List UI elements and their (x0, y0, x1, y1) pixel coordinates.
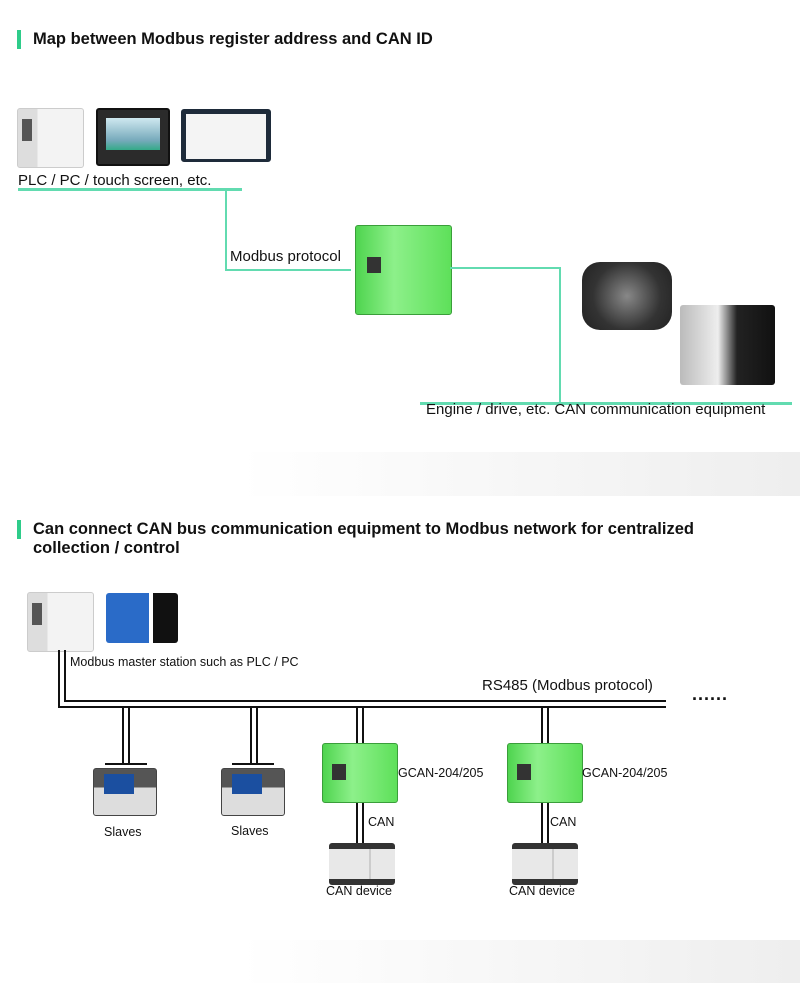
connector-line (450, 267, 561, 269)
plc-image (27, 592, 94, 652)
can-device-label: CAN device (326, 884, 392, 898)
cnc-slave-image (221, 768, 285, 816)
connector-line (559, 267, 561, 403)
drop-line (250, 707, 252, 763)
masters-label: PLC / PC / touch screen, etc. (18, 172, 212, 189)
more-indicator: ...... (692, 684, 729, 704)
cnc-slave-image (93, 768, 157, 816)
bus-line (58, 650, 60, 707)
slave-terminator (232, 763, 274, 765)
can-device-image (512, 843, 578, 885)
slave-label: Slaves (231, 824, 269, 838)
section2-title-line1: Can connect CAN bus communication equipm… (33, 520, 694, 538)
gcan-gateway-image (355, 225, 452, 315)
gcan-gateway-image (322, 743, 398, 803)
section2-title-line2: collection / control (33, 539, 180, 557)
slave-label: Slaves (104, 825, 142, 839)
gateway-label: GCAN-204/205 (398, 766, 484, 780)
bus-line (58, 706, 666, 708)
connector-line (225, 269, 351, 271)
divider-band (0, 940, 800, 983)
can-device-label: CAN device (509, 884, 575, 898)
laptop-image (181, 109, 271, 162)
can-device-image (329, 843, 395, 885)
connector-line (18, 188, 242, 191)
slave-terminator (105, 763, 147, 765)
drop-line (128, 707, 130, 763)
bus-line (64, 700, 666, 702)
divider-band (0, 452, 800, 496)
touch-screen-image (96, 108, 170, 166)
servo-drive-image (680, 305, 775, 385)
title-accent-bar (17, 520, 21, 539)
connector-line (225, 189, 227, 271)
drop-line (122, 707, 124, 763)
engine-image (582, 262, 672, 330)
section1-title: Map between Modbus register address and … (33, 30, 433, 48)
connector-line (420, 402, 792, 405)
can-link-label: CAN (550, 815, 577, 829)
master-label: Modbus master station such as PLC / PC (70, 655, 299, 669)
plc-image (17, 108, 84, 168)
gateway-label: GCAN-204/205 (582, 766, 668, 780)
section2-title: Can connect CAN bus communication equipm… (33, 520, 793, 558)
modbus-protocol-label: Modbus protocol (230, 248, 341, 265)
bus-line (64, 650, 66, 701)
gcan-gateway-image (507, 743, 583, 803)
drop-line (256, 707, 258, 763)
equipment-label: Engine / drive, etc. CAN communication e… (426, 401, 766, 418)
bus-label: RS485 (Modbus protocol) (482, 677, 653, 694)
pc-image (106, 593, 178, 643)
can-link-label: CAN (368, 815, 395, 829)
title-accent-bar (17, 30, 21, 49)
